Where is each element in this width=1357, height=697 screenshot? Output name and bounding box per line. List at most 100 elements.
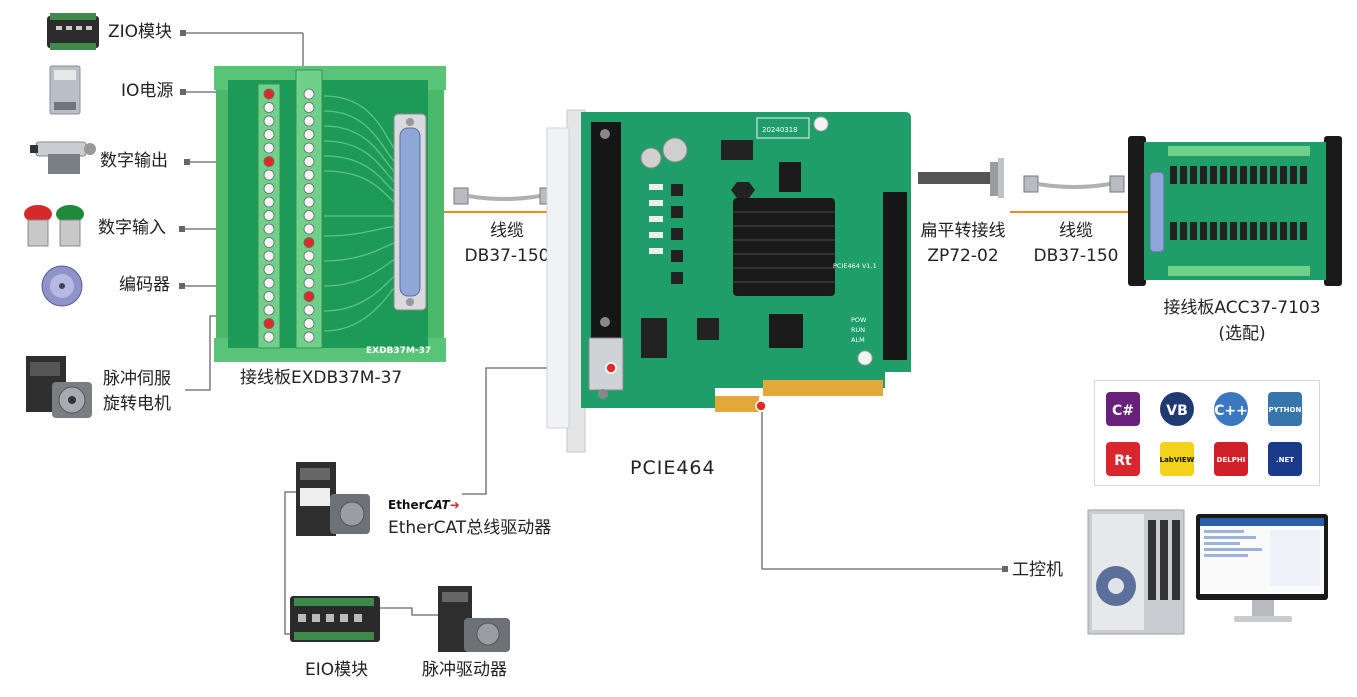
terminal-screw (303, 102, 315, 113)
ethercat-driver-icon (296, 462, 370, 536)
relay (1190, 166, 1197, 184)
terminal-board-exdb37m: EXDB37M-37 (214, 66, 446, 362)
ethercat-logo-ether: Ether (388, 498, 425, 512)
relay (1170, 166, 1177, 184)
language-logo-text: C++ (1214, 403, 1248, 419)
servo-label-line1: 脉冲伺服 (103, 369, 171, 389)
relay (1260, 166, 1267, 184)
industrial-pc-icon (1087, 509, 1328, 635)
terminal-screw (263, 250, 275, 262)
servo-motor-icon (26, 356, 92, 418)
terminal-screw (303, 129, 315, 140)
language-logo-vb: VB (1160, 392, 1194, 426)
cable-left-line1: 线缆 (490, 221, 524, 241)
terminal-screw (303, 115, 315, 127)
led-pow-label: POW (851, 316, 867, 324)
terminal-screw (303, 183, 315, 194)
terminal-screw (263, 210, 275, 221)
language-logo-text: VB (1166, 403, 1188, 419)
digital-output-label: 数字输出 (100, 151, 168, 171)
eio-module-icon (290, 596, 380, 642)
terminal-screw (263, 304, 275, 316)
relay (1200, 166, 1207, 184)
digital-output-valve-icon (30, 141, 96, 174)
terminal-screw (263, 169, 275, 181)
terminal-screw (263, 331, 275, 343)
digital-input-label: 数字输入 (98, 218, 166, 238)
board-silk-label: EXDB37M-37 (366, 346, 431, 356)
terminal-screw (303, 331, 315, 343)
digital-input-buttons-icon (24, 205, 84, 247)
relay (1290, 166, 1297, 184)
language-logo-text: PYTHON (1269, 406, 1302, 414)
relay (1190, 222, 1197, 240)
terminal-screw (303, 142, 315, 154)
language-logo-labview: LabVIEW (1160, 442, 1195, 476)
language-logo-c: C++ (1214, 392, 1248, 426)
language-logo-net: .NET (1268, 442, 1302, 476)
terminal-screw (263, 264, 275, 275)
relay (1270, 166, 1277, 184)
led-alm-label: ALM (851, 336, 865, 344)
terminal-screw (263, 115, 275, 127)
terminal-screw (263, 223, 275, 235)
ipc-label: 工控机 (1012, 560, 1063, 580)
zio-module-icon (47, 13, 99, 50)
right-board-line2: (选配) (1218, 324, 1266, 344)
relay (1200, 222, 1207, 240)
terminal-screw (263, 129, 275, 140)
relay (1220, 166, 1227, 184)
ethercat-driver-label: EtherCAT总线驱动器 (388, 518, 552, 538)
encoder-label: 编码器 (119, 275, 170, 295)
pulse-driver-label: 脉冲驱动器 (422, 660, 507, 680)
card-silk-model: PCIE464 V1.1 (833, 262, 877, 270)
relay (1290, 222, 1297, 240)
cable-right-line2: DB37-150 (1033, 246, 1119, 266)
pulse-driver-icon (438, 586, 510, 652)
terminal-screw (263, 237, 275, 248)
language-logo-text: LabVIEW (1160, 456, 1195, 464)
terminal-screw (303, 210, 315, 221)
led-run-label: RUN (851, 326, 865, 334)
relay (1210, 166, 1217, 184)
terminal-screw (303, 318, 315, 329)
relay (1250, 166, 1257, 184)
relay (1180, 222, 1187, 240)
terminal-screw (303, 264, 315, 275)
terminal-screw (303, 156, 315, 167)
io-power-label: IO电源 (121, 81, 174, 101)
terminal-screw (263, 183, 275, 194)
terminal-screw (303, 237, 315, 248)
cable-right-line1: 线缆 (1059, 221, 1093, 241)
terminal-screw (263, 156, 275, 167)
relay (1300, 222, 1307, 240)
terminal-screw (303, 223, 315, 235)
cable-left-line2: DB37-150 (464, 246, 550, 266)
db37-cable-left-icon (453, 187, 555, 205)
card-silk-date: 20240318 (762, 126, 798, 134)
terminal-screw (303, 169, 315, 181)
language-logo-text: C# (1112, 403, 1134, 419)
terminal-screw (263, 142, 275, 154)
language-logo-text: Rt (1114, 453, 1132, 469)
ethercat-logo: EtherCAT➜ (388, 498, 460, 512)
relay (1220, 222, 1227, 240)
right-board-line1: 接线板ACC37-7103 (1163, 298, 1321, 318)
relay (1240, 166, 1247, 184)
relay (1260, 222, 1267, 240)
left-board-caption: 接线板EXDB37M-37 (240, 368, 403, 388)
relay (1280, 166, 1287, 184)
encoder-icon (41, 265, 83, 307)
relay (1230, 222, 1237, 240)
terminal-screw (303, 291, 315, 302)
terminal-board-acc37 (1128, 136, 1342, 286)
terminal-screw (303, 277, 315, 289)
terminal-screw (263, 291, 275, 302)
adapter-line2: ZP72-02 (927, 246, 999, 266)
io-power-icon (49, 65, 81, 115)
relay (1280, 222, 1287, 240)
language-logo-c: C# (1106, 392, 1140, 426)
language-logo-rt: Rt (1106, 442, 1140, 476)
